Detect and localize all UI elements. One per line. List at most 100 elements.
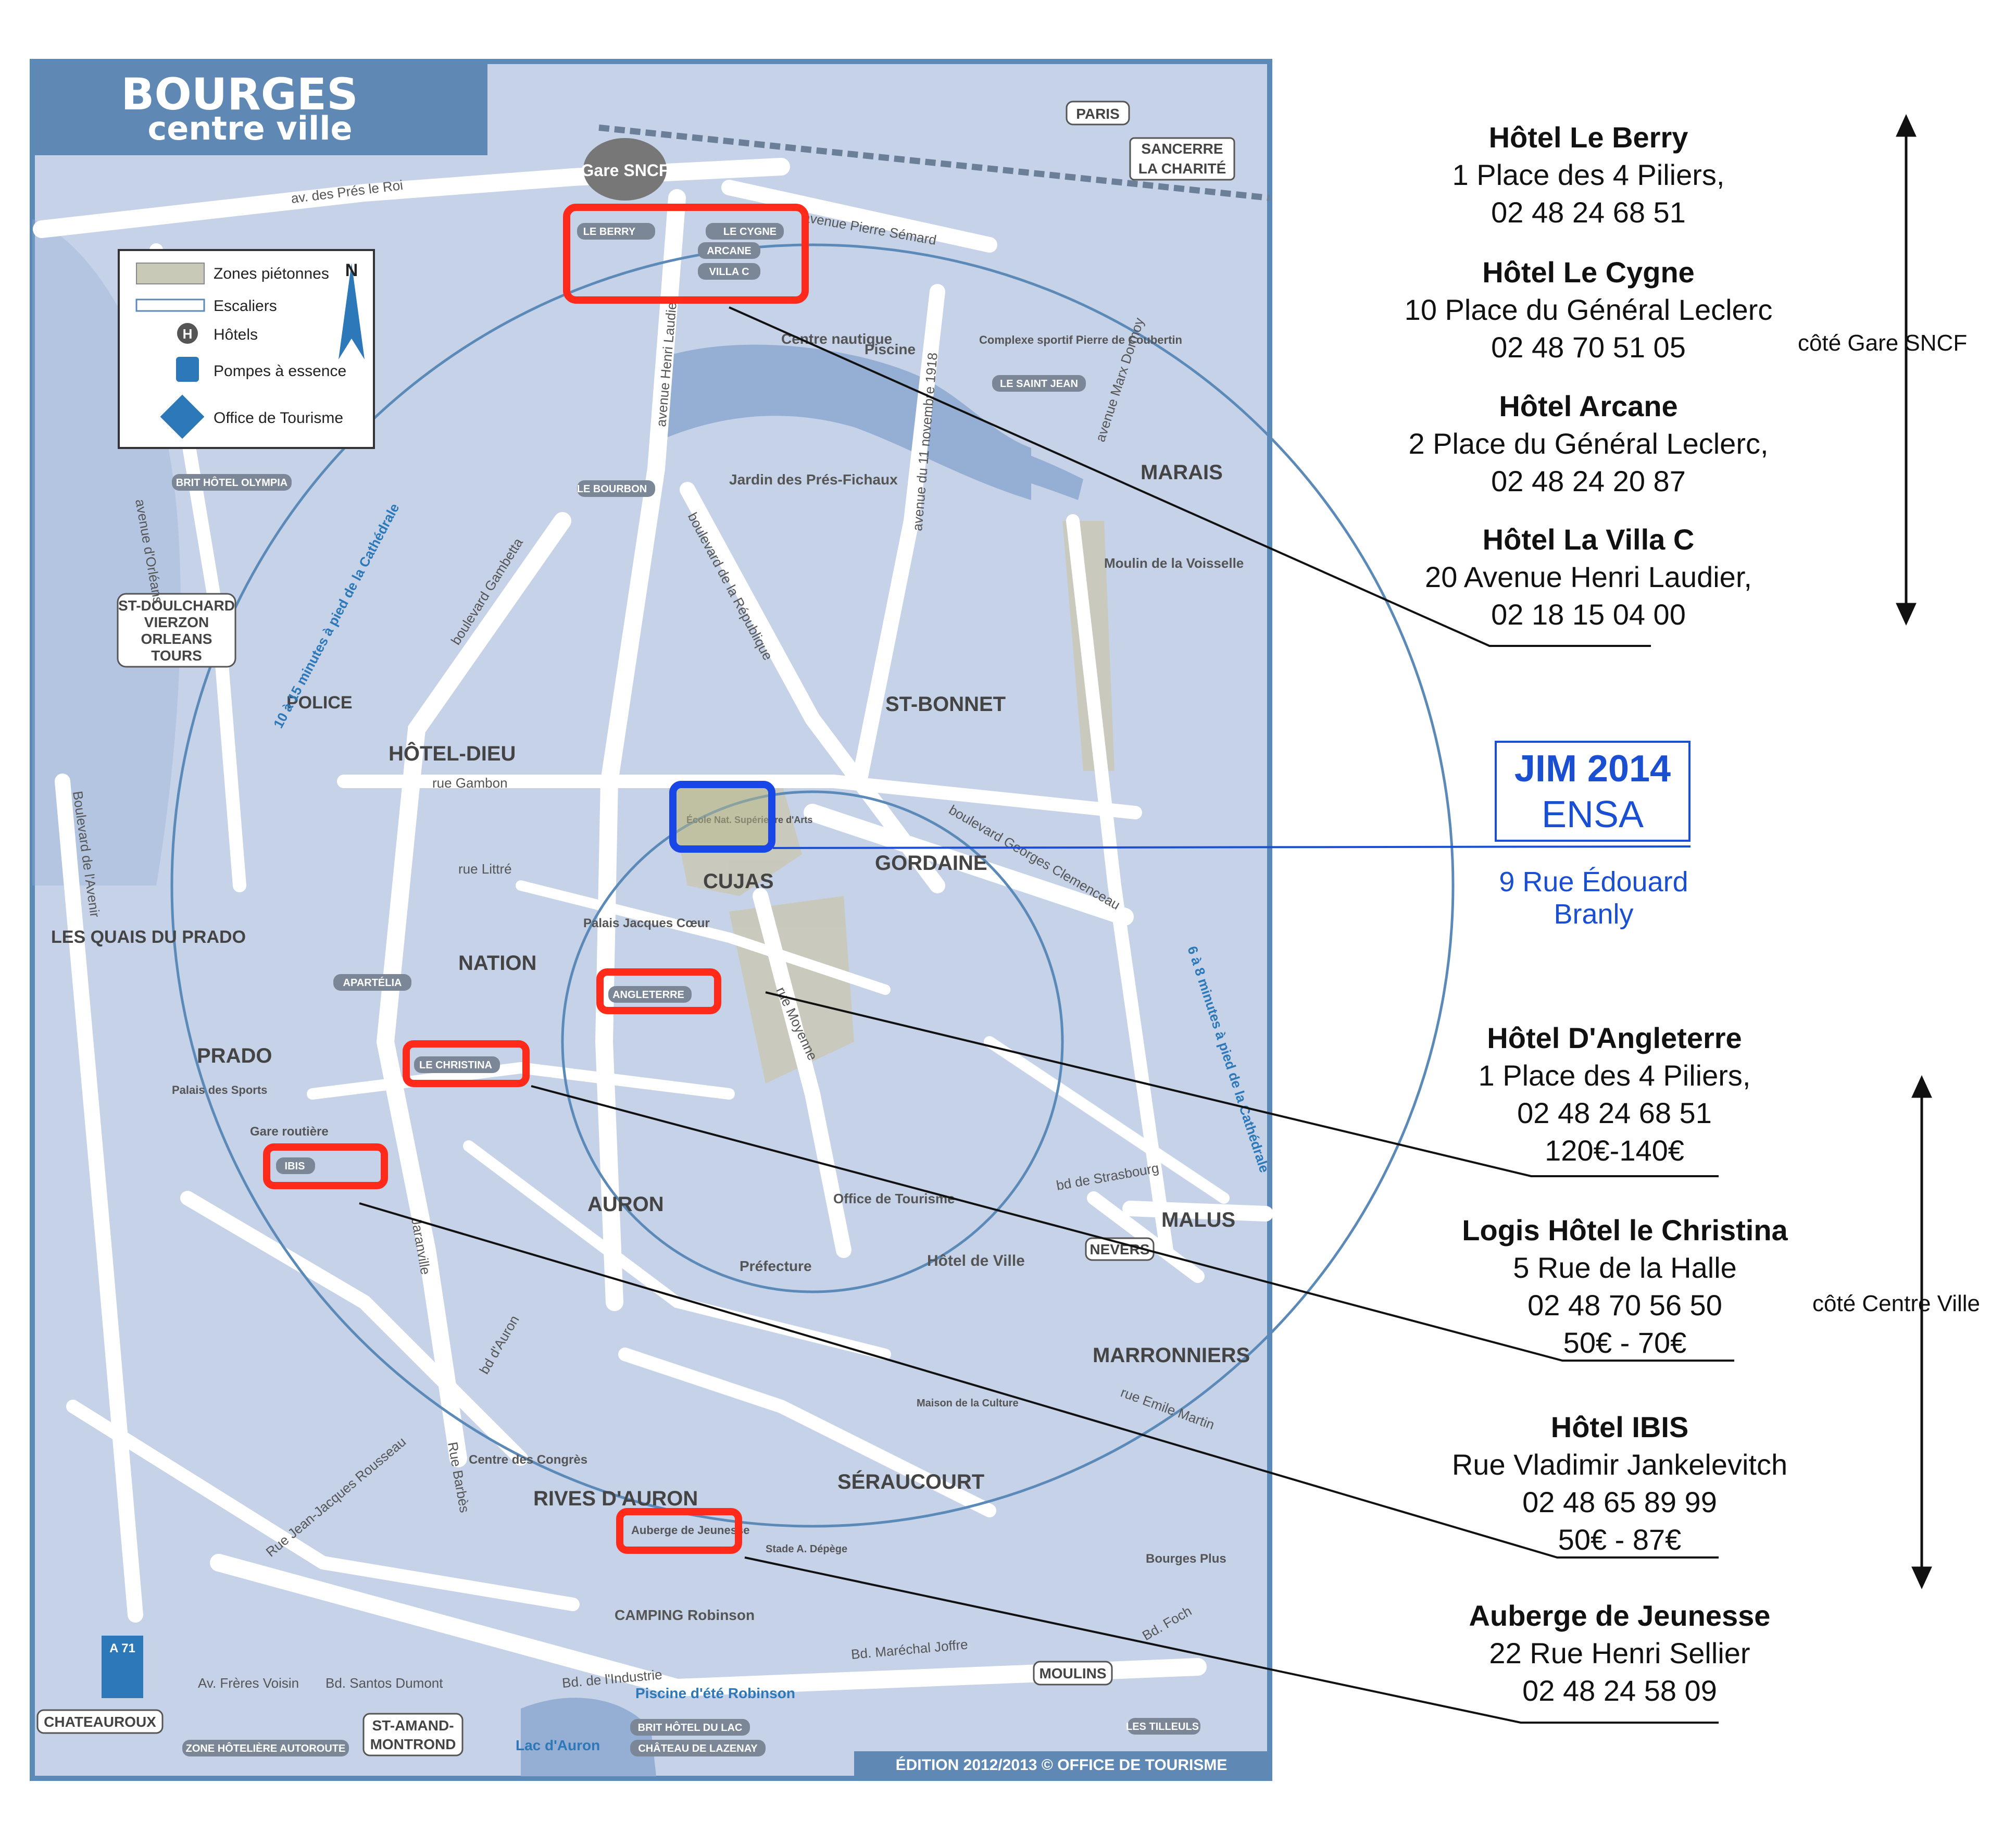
map-title: BOURGES bbox=[121, 69, 358, 120]
hotel-address: 1 Place des 4 Piliers, bbox=[1478, 1059, 1751, 1092]
hotel-price: 120€-140€ bbox=[1545, 1134, 1684, 1167]
hotel-phone: 02 48 24 68 51 bbox=[1491, 196, 1686, 229]
hotel-legend-icon bbox=[177, 323, 198, 344]
district-quais-prado: LES QUAIS DU PRADO bbox=[51, 927, 246, 947]
hotel-entry-villa-c: Hôtel La Villa C 20 Avenue Henri Laudier… bbox=[1375, 521, 1802, 633]
dir-sancerre: SANCERRE bbox=[1141, 141, 1223, 157]
leader-angleterre bbox=[765, 991, 1719, 1177]
venue-box: JIM 2014 ENSA bbox=[1495, 741, 1691, 842]
hotel-name: Hôtel D'Angleterre bbox=[1487, 1021, 1742, 1054]
hotel-phone: 02 48 24 68 51 bbox=[1517, 1096, 1712, 1129]
place-lac-auron: Lac d'Auron bbox=[516, 1737, 600, 1753]
fuel-legend-icon bbox=[176, 357, 199, 382]
hotel-name: Hôtel IBIS bbox=[1550, 1411, 1689, 1443]
dir-nevers-badge bbox=[1085, 1237, 1155, 1261]
hotel-phone: 02 48 24 58 09 bbox=[1522, 1674, 1717, 1707]
dir-orleans: ORLEANS bbox=[141, 631, 212, 647]
hotel-badge-arcane bbox=[698, 242, 760, 259]
hotel-entry-angleterre: Hôtel D'Angleterre 1 Place des 4 Piliers… bbox=[1406, 1019, 1823, 1169]
gare-sncf-badge bbox=[583, 138, 667, 201]
highlight-angleterre bbox=[596, 968, 721, 1014]
hotel-badge-ibis-label: IBIS bbox=[285, 1161, 305, 1172]
hotel-badge-apartelia bbox=[333, 974, 411, 991]
hotel-badge-olympia bbox=[172, 474, 292, 491]
dir-st-amand-badge bbox=[362, 1713, 464, 1756]
tourism-legend-icon bbox=[160, 394, 205, 439]
north-arrow-icon bbox=[339, 263, 365, 359]
street-littre: rue Littré bbox=[458, 861, 512, 877]
hotel-badge-lazenay-label: CHÂTEAU DE LAZENAY bbox=[638, 1742, 758, 1754]
dir-paris: PARIS bbox=[1076, 106, 1120, 122]
roads bbox=[33, 158, 1273, 1697]
hotel-badge-angleterre-label: ANGLETERRE bbox=[612, 989, 684, 1001]
hotel-phone: 02 48 65 89 99 bbox=[1522, 1486, 1717, 1518]
hotel-badge-villa-c bbox=[698, 263, 760, 280]
venue-address: 9 Rue Édouard Branly bbox=[1499, 866, 1688, 930]
hotel-phone: 02 48 24 20 87 bbox=[1491, 465, 1686, 497]
place-piscine-ete: Piscine d'été Robinson bbox=[635, 1685, 795, 1701]
district-marais: MARAIS bbox=[1141, 461, 1223, 484]
dir-montrond: MONTROND bbox=[370, 1736, 456, 1752]
place-palais-sports: Palais des Sports bbox=[172, 1083, 267, 1096]
dir-la-charite: LA CHARITÉ bbox=[1138, 160, 1226, 177]
arrow-centre-down bbox=[1911, 1566, 1932, 1590]
hotel-name: Hôtel Le Berry bbox=[1488, 121, 1688, 154]
place-camping: CAMPING Robinson bbox=[615, 1607, 755, 1623]
hotel-badge-le-berry-label: LE BERRY bbox=[583, 226, 636, 238]
hotel-entry-christina: Logis Hôtel le Christina 5 Rue de la Hal… bbox=[1406, 1212, 1844, 1362]
place-hotel-de-ville: Hôtel de Ville bbox=[927, 1252, 1025, 1269]
hotel-badge-zone-autoroute-label: ZONE HÔTELIÈRE AUTOROUTE bbox=[186, 1742, 346, 1754]
dir-paris-badge bbox=[1066, 101, 1130, 126]
hotel-entry-le-cygne: Hôtel Le Cygne 10 Place du Général Lecle… bbox=[1375, 254, 1802, 366]
group-label-centre: côté Centre Ville bbox=[1812, 1291, 1981, 1316]
leader-ibis bbox=[359, 1202, 1719, 1559]
highlight-auberge bbox=[616, 1508, 742, 1554]
highlight-ibis bbox=[263, 1143, 388, 1189]
dir-st-amand: ST-AMAND- bbox=[372, 1717, 454, 1734]
walk-circle-outer bbox=[170, 243, 1455, 1528]
edition-label: ÉDITION 2012/2013 © OFFICE DE TOURISME bbox=[896, 1756, 1228, 1774]
map-title-box bbox=[34, 64, 487, 155]
place-moulin-voisselle: Moulin de la Voisselle bbox=[1104, 555, 1244, 571]
dir-moulins: MOULINS bbox=[1039, 1665, 1106, 1681]
place-auberge: Auberge de Jeunesse bbox=[631, 1524, 749, 1537]
place-coubertin: Complexe sportif Pierre de Coubertin bbox=[979, 333, 1182, 346]
legend-pedestrian: Zones piétonnes bbox=[214, 265, 329, 282]
legend-stairs: Escaliers bbox=[214, 297, 277, 315]
arrow-centre-up bbox=[1911, 1075, 1932, 1098]
hotel-address: 1 Place des 4 Piliers, bbox=[1452, 158, 1725, 191]
legend-tourism: Office de Tourisme bbox=[214, 409, 343, 427]
highlight-ensa bbox=[669, 781, 775, 853]
district-malus: MALUS bbox=[1161, 1208, 1235, 1231]
hotel-badge-du-lac bbox=[630, 1719, 750, 1736]
hotel-badge-lazenay bbox=[630, 1740, 766, 1756]
dir-a71: A 71 bbox=[109, 1641, 135, 1655]
leader-gare-hotels bbox=[729, 306, 1651, 647]
hotel-badge-apartelia-label: APARTÉLIA bbox=[343, 977, 402, 989]
district-prado: PRADO bbox=[197, 1044, 272, 1067]
hotel-badge-saint-jean-label: LE SAINT JEAN bbox=[1000, 378, 1078, 390]
district-nation: NATION bbox=[458, 952, 536, 975]
hotel-address: 2 Place du Général Leclerc, bbox=[1408, 427, 1769, 460]
arrow-gare-up bbox=[1896, 114, 1917, 137]
district-st-bonnet: ST-BONNET bbox=[885, 693, 1006, 716]
dir-moulins-badge bbox=[1033, 1661, 1113, 1686]
leader-auberge bbox=[744, 1556, 1719, 1724]
hotel-address: 22 Rue Henri Sellier bbox=[1489, 1637, 1750, 1669]
legend-north: N bbox=[345, 260, 358, 280]
hotel-entry-ibis: Hôtel IBIS Rue Vladimir Jankelevitch 02 … bbox=[1406, 1409, 1833, 1559]
leader-christina bbox=[531, 1085, 1734, 1362]
highlight-christina bbox=[403, 1040, 530, 1087]
legend-hotels: Hôtels bbox=[214, 326, 258, 343]
district-hotel-dieu: HÔTEL-DIEU bbox=[389, 741, 516, 765]
hotel-phone: 02 48 70 51 05 bbox=[1491, 331, 1686, 364]
place-gare-routiere: Gare routière bbox=[250, 1125, 329, 1139]
map-legend: Zones piétonnes Escaliers H Hôtels Pompe… bbox=[118, 249, 375, 449]
place-bourges-plus: Bourges Plus bbox=[1146, 1552, 1226, 1566]
hotel-badge-les-tilleuls bbox=[1128, 1718, 1200, 1735]
hotel-badge-le-bourbon bbox=[577, 480, 655, 497]
walk-circle-inner bbox=[561, 790, 1064, 1293]
place-stade: Stade A. Dépège bbox=[766, 1543, 847, 1555]
hotel-badge-villa-c-label: VILLA C bbox=[709, 266, 749, 278]
